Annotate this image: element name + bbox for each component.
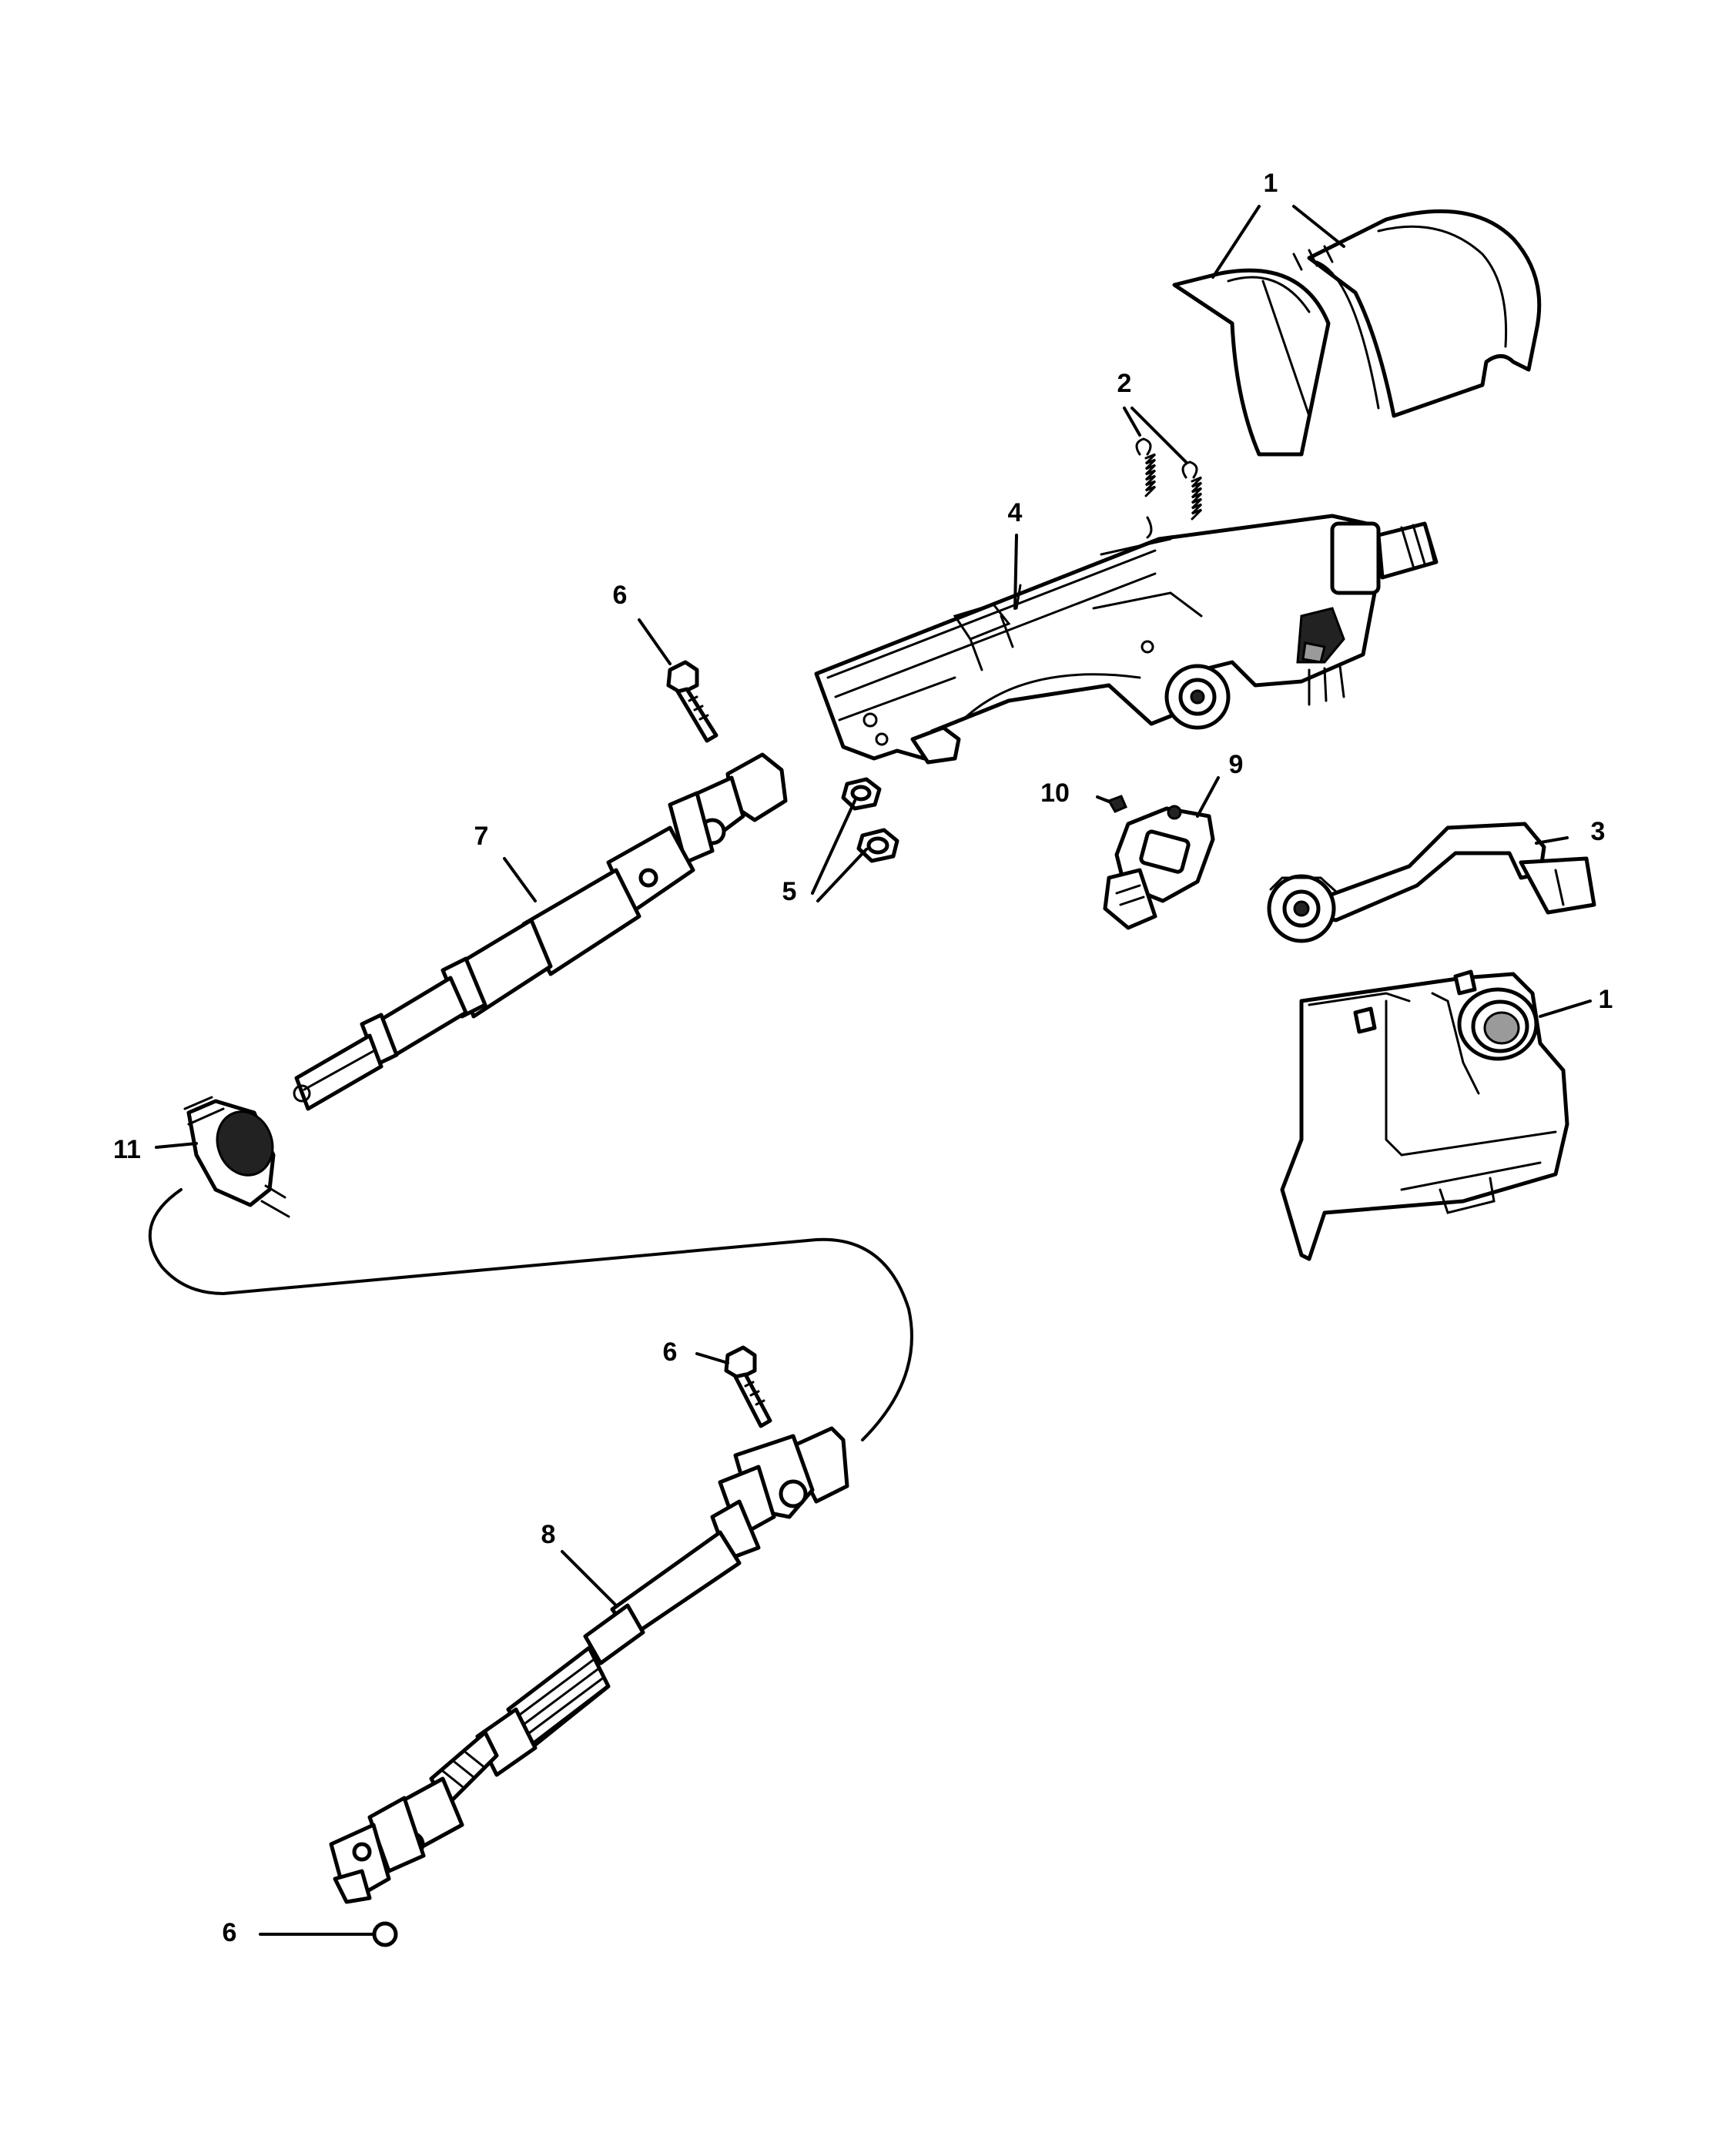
upper-shroud-part xyxy=(1172,209,1542,457)
callout-1-lower-shroud: 1 xyxy=(1599,985,1613,1014)
callout-9-switch: 9 xyxy=(1229,750,1244,779)
nut-part-upper xyxy=(841,777,882,811)
callout-4-column-assembly: 4 xyxy=(1008,498,1023,527)
callout-3-tilt-lever: 3 xyxy=(1591,817,1606,846)
callout-6-middle-bolt: 6 xyxy=(663,1337,678,1367)
callout-7-upper-shaft: 7 xyxy=(474,822,489,851)
column-seal-boot-part xyxy=(183,1096,290,1218)
callout-8-lower-shaft: 8 xyxy=(541,1520,556,1549)
callout-6-top-bolt: 6 xyxy=(613,581,628,610)
spring-part-left xyxy=(1135,437,1157,539)
callout-6-retaining-ring: 6 xyxy=(223,1918,237,1947)
callout-1-upper-shroud: 1 xyxy=(1264,169,1278,198)
tilt-lever-part xyxy=(1267,822,1596,943)
lower-shroud-part xyxy=(1280,969,1569,1261)
bolt-part-top xyxy=(666,660,718,743)
callout-11-seal-boot: 11 xyxy=(113,1135,141,1164)
nut-part-lower xyxy=(856,828,899,863)
retaining-ring-part xyxy=(372,1921,398,1947)
callout-5-nuts: 5 xyxy=(782,877,797,906)
upper-intermediate-shaft-part xyxy=(293,752,788,1111)
callout-10-screw: 10 xyxy=(1040,778,1070,808)
connection-curve xyxy=(148,1188,913,1441)
bolt-part-middle xyxy=(724,1345,772,1428)
lower-intermediate-shaft-part xyxy=(329,1426,849,1904)
switch-part xyxy=(1103,805,1215,930)
leader-lines xyxy=(155,205,1592,1936)
steering-column-assembly-part xyxy=(814,514,1439,765)
callout-2-springs: 2 xyxy=(1117,369,1132,398)
